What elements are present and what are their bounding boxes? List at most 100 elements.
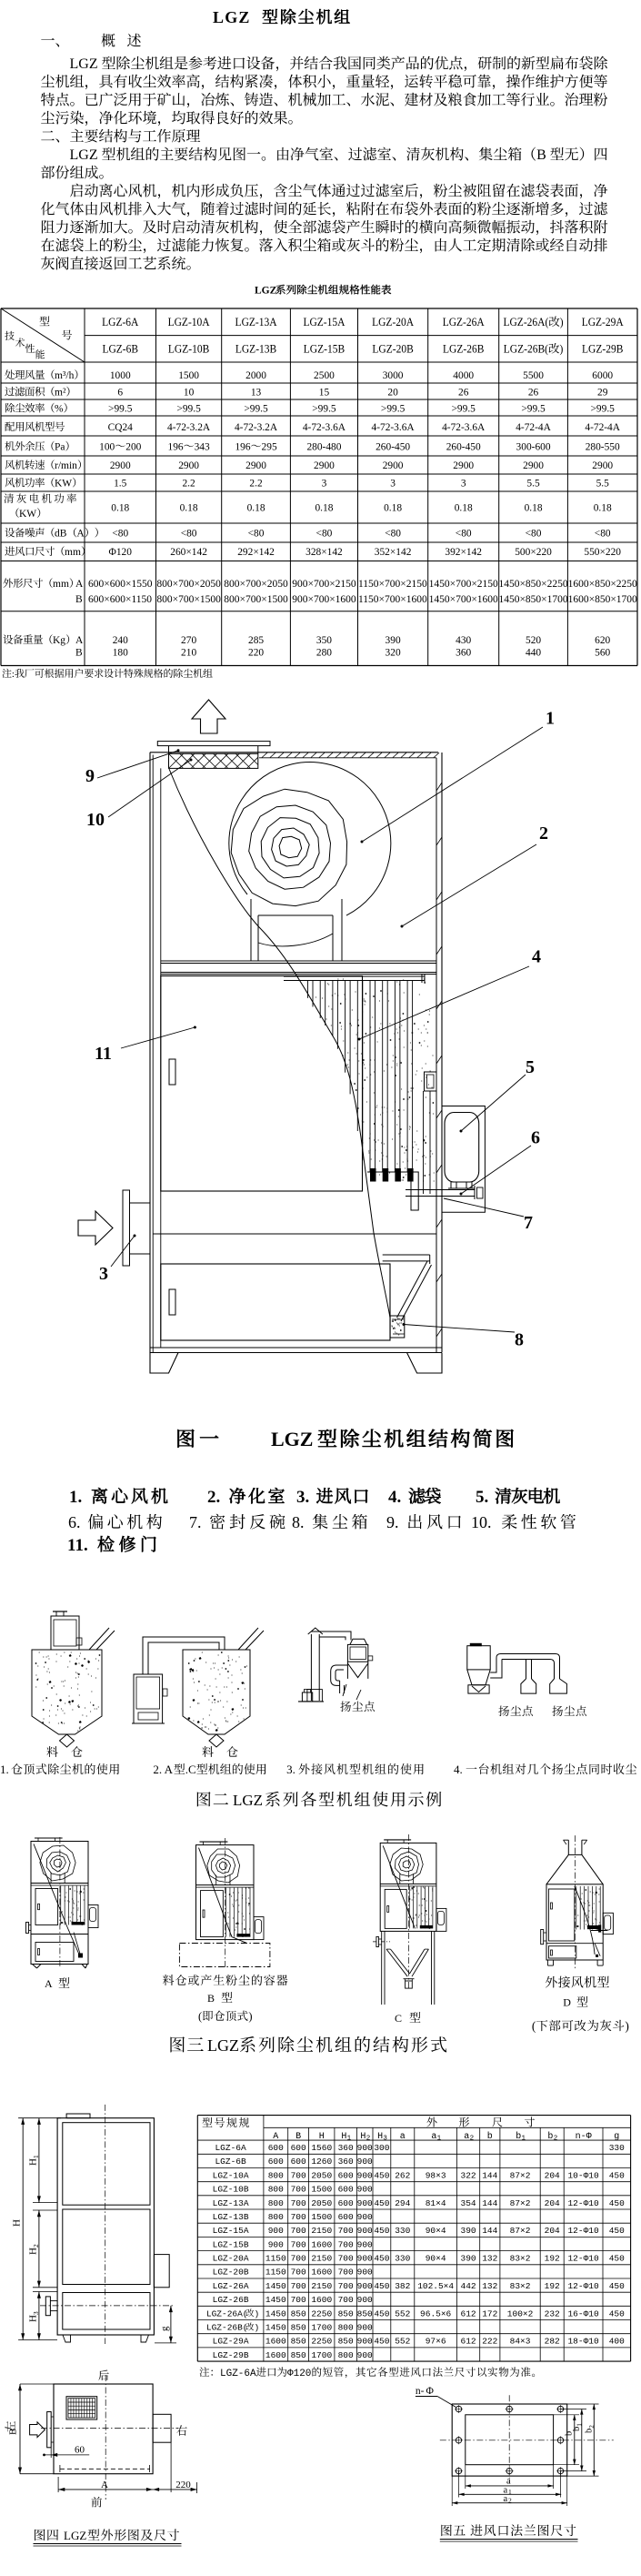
- svg-text:LGZ-20A: LGZ-20A: [372, 316, 414, 328]
- svg-text:<80: <80: [595, 527, 611, 540]
- svg-text:>99.5: >99.5: [521, 402, 545, 415]
- svg-text:360: 360: [338, 2143, 354, 2153]
- svg-text:1450: 1450: [265, 2295, 286, 2305]
- svg-text:392×142: 392×142: [445, 545, 482, 558]
- svg-text:382: 382: [395, 2281, 410, 2291]
- svg-text:2: 2: [366, 2136, 371, 2143]
- svg-text:260×142: 260×142: [170, 545, 207, 558]
- svg-text:LGZ-13B: LGZ-13B: [213, 2212, 249, 2222]
- svg-text:H: H: [377, 2132, 383, 2142]
- svg-text:g: g: [614, 2132, 619, 2142]
- svg-text:<80: <80: [248, 527, 265, 540]
- svg-text:4-72-3.6A: 4-72-3.6A: [303, 420, 346, 433]
- svg-text:132: 132: [482, 2254, 497, 2264]
- svg-text:600: 600: [268, 2157, 284, 2167]
- svg-text:4: 4: [532, 947, 541, 967]
- svg-text:LGZ: LGZ: [255, 286, 277, 297]
- svg-text:LGZ-26B: LGZ-26B: [213, 2295, 249, 2305]
- svg-text:1450×850×2250: 1450×850×2250: [498, 579, 567, 590]
- svg-text:450: 450: [374, 2308, 389, 2318]
- svg-text:294: 294: [395, 2198, 410, 2208]
- svg-text:800: 800: [338, 2323, 354, 2333]
- svg-text:H: H: [360, 2132, 366, 2142]
- svg-text:LGZ-10B: LGZ-10B: [168, 343, 209, 356]
- svg-text:196: 196: [235, 440, 250, 453]
- svg-text:900: 900: [357, 2170, 373, 2180]
- svg-text:Pa: Pa: [55, 442, 65, 453]
- svg-text:900: 900: [357, 2323, 373, 2333]
- svg-text:700: 700: [291, 2268, 306, 2278]
- svg-text:12-Φ10: 12-Φ10: [567, 2226, 598, 2236]
- svg-text:LGZ-13A: LGZ-13A: [235, 316, 277, 328]
- svg-text:192: 192: [545, 2281, 560, 2291]
- svg-text:442: 442: [461, 2281, 476, 2291]
- svg-text:(: (: [532, 2019, 536, 2033]
- svg-text:200: 200: [125, 440, 141, 453]
- svg-text:98×3: 98×3: [426, 2170, 446, 2180]
- svg-text:5.5: 5.5: [596, 477, 609, 490]
- svg-text:1500: 1500: [311, 2212, 332, 2222]
- svg-text:2.2: 2.2: [249, 477, 262, 490]
- svg-text:r/min: r/min: [55, 460, 77, 471]
- svg-text:b: b: [547, 2131, 553, 2142]
- svg-text:LGZ-6B: LGZ-6B: [215, 2157, 246, 2167]
- svg-text:450: 450: [609, 2281, 625, 2291]
- svg-text:1.: 1.: [0, 1763, 9, 1776]
- svg-text:352×142: 352×142: [375, 545, 412, 558]
- svg-text:328×142: 328×142: [305, 545, 343, 558]
- svg-text:A: A: [101, 2480, 108, 2490]
- svg-text:600: 600: [338, 2198, 354, 2208]
- svg-text:LGZ: LGZ: [233, 1792, 263, 1809]
- svg-text:4-72-3.6A: 4-72-3.6A: [442, 420, 485, 433]
- svg-text:0.18: 0.18: [180, 501, 198, 514]
- svg-text:800: 800: [268, 2185, 284, 2195]
- svg-text:0.18: 0.18: [247, 501, 265, 514]
- svg-text:<80: <80: [526, 527, 542, 540]
- svg-text:4-72-4A: 4-72-4A: [516, 420, 551, 433]
- svg-text:2900: 2900: [178, 459, 199, 471]
- svg-text:900: 900: [357, 2295, 373, 2305]
- svg-text:100: 100: [99, 440, 115, 453]
- svg-text:3.: 3.: [286, 1763, 295, 1776]
- svg-text:5500: 5500: [523, 369, 544, 381]
- svg-text:): ): [255, 2308, 260, 2318]
- svg-text:800×700×2050: 800×700×2050: [224, 579, 288, 590]
- svg-text:552: 552: [395, 2308, 410, 2318]
- svg-text:84×3: 84×3: [510, 2337, 531, 2347]
- svg-text:): ): [625, 2019, 629, 2033]
- svg-text:90×4: 90×4: [426, 2226, 446, 2236]
- svg-text:390: 390: [461, 2254, 476, 2264]
- svg-text:1150: 1150: [265, 2254, 286, 2264]
- svg-text:A: A: [45, 1977, 53, 1990]
- svg-text:800: 800: [268, 2198, 284, 2208]
- svg-text:60: 60: [75, 2444, 85, 2455]
- svg-text:2: 2: [470, 2136, 475, 2143]
- svg-text:7.: 7.: [189, 1513, 202, 1531]
- svg-text:LGZ-20A: LGZ-20A: [213, 2254, 249, 2264]
- svg-text:4-72-3.2A: 4-72-3.2A: [167, 420, 210, 433]
- svg-text:1.5: 1.5: [114, 477, 126, 490]
- svg-text:Φ120: Φ120: [109, 545, 132, 558]
- svg-text:4-72-4A: 4-72-4A: [585, 420, 620, 433]
- svg-text:270: 270: [181, 633, 196, 646]
- svg-text:560: 560: [595, 646, 610, 659]
- svg-text:2050: 2050: [311, 2170, 332, 2180]
- svg-text:29: 29: [597, 386, 607, 399]
- svg-text:450: 450: [609, 2308, 625, 2318]
- svg-text:10: 10: [184, 386, 194, 399]
- svg-text:450: 450: [609, 2254, 625, 2264]
- svg-text:322: 322: [461, 2170, 476, 2180]
- svg-text:450: 450: [609, 2198, 625, 2208]
- svg-text:>99.5: >99.5: [176, 402, 200, 415]
- svg-text:1: 1: [522, 2136, 526, 2143]
- svg-text:11: 11: [95, 1044, 112, 1064]
- svg-text:620: 620: [595, 633, 610, 646]
- svg-text:b: b: [487, 2131, 493, 2142]
- svg-text:2: 2: [539, 823, 548, 844]
- svg-text:900: 900: [357, 2281, 373, 2291]
- svg-text:b: b: [572, 2427, 582, 2431]
- svg-text:87×2: 87×2: [510, 2226, 531, 2236]
- svg-text:<80: <80: [316, 527, 333, 540]
- svg-text:1450×700×1600: 1450×700×1600: [429, 594, 498, 605]
- svg-text:300-600: 300-600: [516, 440, 551, 453]
